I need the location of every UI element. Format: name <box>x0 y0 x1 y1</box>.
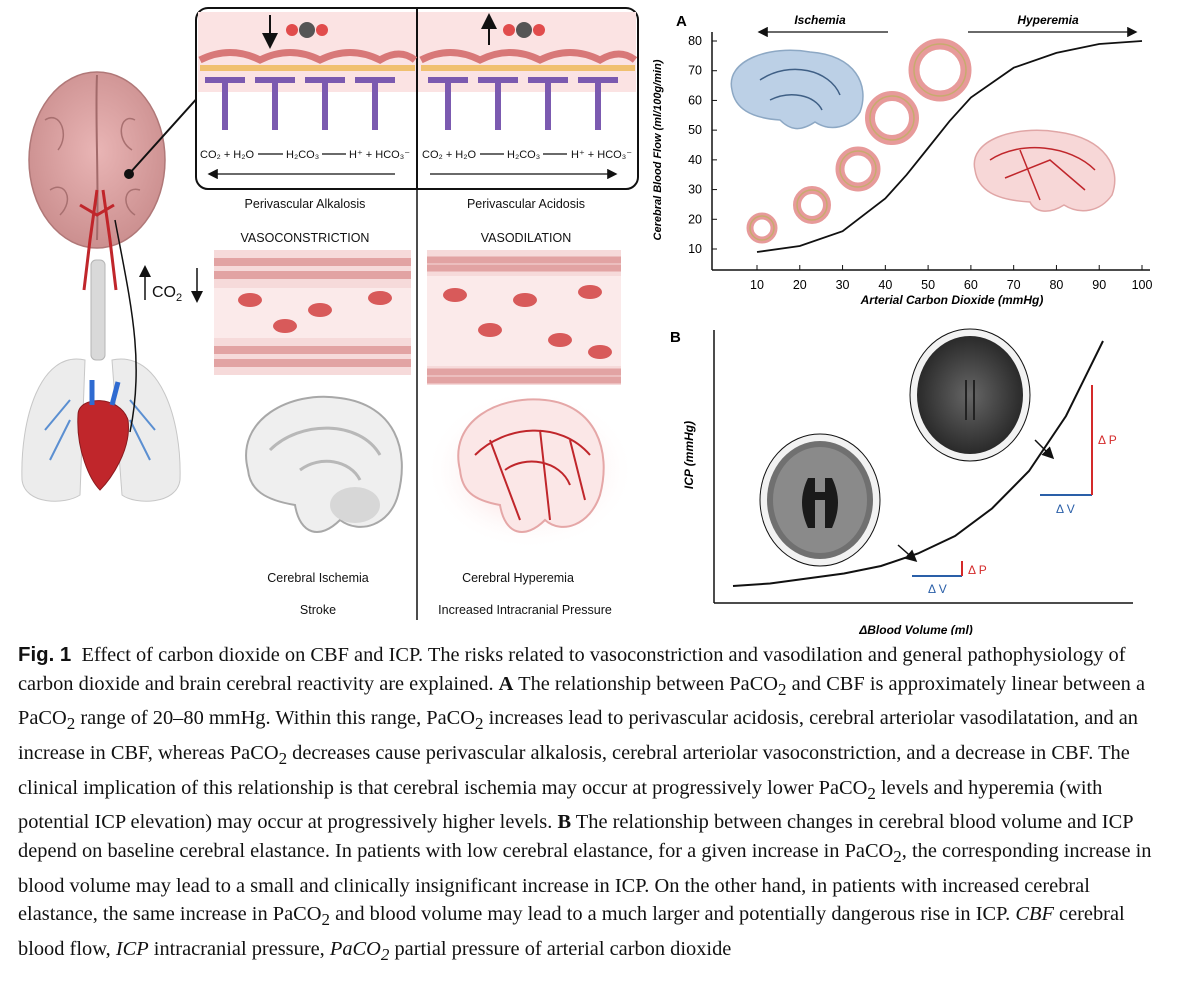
chart-a-y-tick-label: 30 <box>688 183 702 197</box>
chart-a-x-tick-label: 70 <box>1007 278 1021 292</box>
eq-left-products: H⁺ + HCO₃⁻ <box>349 149 410 161</box>
brain-ischemia-icon <box>245 395 403 533</box>
chart-a-series-line <box>756 40 1143 253</box>
alkalosis-label: Perivascular Alkalosis <box>245 197 366 211</box>
stroke-label: Stroke <box>300 603 336 617</box>
eq-left-reactants: CO₂ + H₂O <box>200 149 255 161</box>
chart-a-x-tick-label: 60 <box>964 278 978 292</box>
eq-left-h2co3: H₂CO₃ <box>286 149 319 161</box>
chart-a-y-tick-label: 10 <box>688 242 702 256</box>
vessel-constricted-icon <box>214 250 411 375</box>
ct-scan-edema-icon <box>909 328 1031 462</box>
chart-a-x-tick-label: 20 <box>793 278 807 292</box>
caption-text: partial pressure of arterial carbon diox… <box>394 937 732 960</box>
caption-text: and CBF is approximately linear between … <box>18 672 1145 730</box>
caption-text: decreases cause perivascular alkalosis, … <box>18 741 1130 799</box>
chart-a-x-tick-label: 100 <box>1132 278 1153 292</box>
caption-sentence-1: Effect of carbon dioxide on CBF and ICP.… <box>18 644 1126 695</box>
delta-p-large: Δ P <box>1098 433 1117 447</box>
chart-a-x-tick-label: 50 <box>921 278 935 292</box>
chart-icp-vs-blood-volume: B ICP (mmHg) ΔBlood Volume (ml) Δ P Δ V … <box>670 328 1133 635</box>
svg-text:CO2: CO2 <box>152 284 182 304</box>
caption-text: , the corresponding increase in blood vo… <box>18 839 1152 926</box>
co2-molecule-icon <box>286 22 328 38</box>
figure-label: Fig. 1 <box>18 644 72 666</box>
chart-a-y-tick-label: 20 <box>688 212 702 226</box>
ct-scan-normal-icon <box>759 433 881 567</box>
caption-ref-a: A <box>498 672 514 695</box>
caption-text: PaCO <box>329 937 381 960</box>
abbr-paco2: PaCO2 <box>329 937 389 964</box>
subscript: 2 <box>380 944 390 964</box>
figure-panels: CO2 CO₂ + H₂O H₂CO₃ H⁺ + <box>21 7 1152 635</box>
chart-b-x-axis-label: ΔBlood Volume (ml) <box>858 623 973 635</box>
caption-text: The relationship between changes in cere… <box>18 811 1133 862</box>
panel-a-letter: A <box>676 13 687 30</box>
caption-text: intracranial pressure, <box>153 937 325 960</box>
chart-a-y-tick-label: 80 <box>688 34 702 48</box>
chart-a-x-tick-label: 40 <box>878 278 892 292</box>
figure-caption: Fig. 1 Effect of carbon dioxide on CBF a… <box>18 641 1168 969</box>
chart-b-series-line <box>732 340 1104 587</box>
chart-a-x-axis-label: Arterial Carbon Dioxide (mmHg) <box>860 293 1044 307</box>
co2-molecule-icon <box>503 22 545 38</box>
delta-p-small: Δ P <box>968 563 987 577</box>
delta-v-small: Δ V <box>928 582 947 596</box>
vasodilation-label: VASODILATION <box>481 231 572 245</box>
abbr-cbf: CBF <box>1015 903 1054 926</box>
caption-text: levels and hyperemia (with potential ICP… <box>18 776 1103 834</box>
caption-text: range of 20–80 mmHg. Within this range, … <box>80 707 475 730</box>
chart-a-y-tick-label: 70 <box>688 64 702 78</box>
subscript: 2 <box>66 714 76 734</box>
vessel-dilated-icon <box>427 250 621 385</box>
subscript: 2 <box>321 910 330 930</box>
mechanism-box: CO₂ + H₂O H₂CO₃ H⁺ + HCO₃⁻ CO₂ + H₂O H₂C… <box>195 7 639 190</box>
panel-b-letter: B <box>670 329 681 346</box>
chart-a-y-tick-label: 60 <box>688 93 702 107</box>
lungs-icon <box>21 358 86 502</box>
subscript: 2 <box>278 749 288 769</box>
chart-a-x-tick-label: 90 <box>1092 278 1106 292</box>
co2-subscript: 2 <box>176 292 182 304</box>
eq-right-reactants: CO₂ + H₂O <box>422 149 477 161</box>
co2-label: CO <box>152 284 176 301</box>
caption-text: and blood volume may lead to a much larg… <box>335 903 1011 926</box>
ischemia-arrow-label: Ischemia <box>794 13 846 27</box>
chart-a-y-axis-label: Cerebral Blood Flow (ml/100g/min) <box>652 59 664 240</box>
chart-cbf-vs-paco2: A Ischemia Hyperemia 10 20 30 40 50 60 70 80 90 1… <box>652 13 1152 307</box>
delta-v-large: Δ V <box>1056 502 1075 516</box>
chart-a-x-tick-label: 80 <box>1049 278 1063 292</box>
abbr-icp: ICP <box>115 937 149 960</box>
subscript: 2 <box>893 846 902 866</box>
acidosis-label: Perivascular Acidosis <box>467 197 585 211</box>
caption-ref-b: B <box>557 811 572 834</box>
chart-a-y-tick-label: 40 <box>688 153 702 167</box>
chart-a-y-tick-label: 50 <box>688 123 702 137</box>
subscript: 2 <box>867 783 876 803</box>
chart-b-y-axis-label: ICP (mmHg) <box>682 421 696 489</box>
chart-a-x-tick-label: 10 <box>750 278 764 292</box>
caption-text: cerebral blood flow, <box>18 903 1125 960</box>
subscript: 2 <box>475 714 484 734</box>
eq-right-products: H⁺ + HCO₃⁻ <box>571 149 632 161</box>
vessel-ring-icon <box>746 38 972 244</box>
heart-icon <box>77 400 129 491</box>
hyperemia-arrow-label: Hyperemia <box>1017 13 1079 27</box>
caption-text: The relationship between PaCO <box>518 672 779 695</box>
brain-red-icon <box>973 129 1116 212</box>
chart-a-x-tick-label: 30 <box>836 278 850 292</box>
brain-blue-icon <box>730 49 864 130</box>
ischemia-label: Cerebral Ischemia <box>267 571 368 585</box>
eq-right-h2co3: H₂CO₃ <box>507 149 540 161</box>
subscript: 2 <box>778 679 787 699</box>
caption-text: increases lead to perivascular acidosis,… <box>18 707 1138 764</box>
vasoconstriction-label: VASOCONSTRICTION <box>241 231 370 245</box>
hyperemia-label: Cerebral Hyperemia <box>462 571 574 585</box>
icp-label: Increased Intracranial Pressure <box>438 603 612 617</box>
brain-hyperemia-icon <box>425 390 635 550</box>
anatomy-illustration: CO2 <box>21 71 203 502</box>
